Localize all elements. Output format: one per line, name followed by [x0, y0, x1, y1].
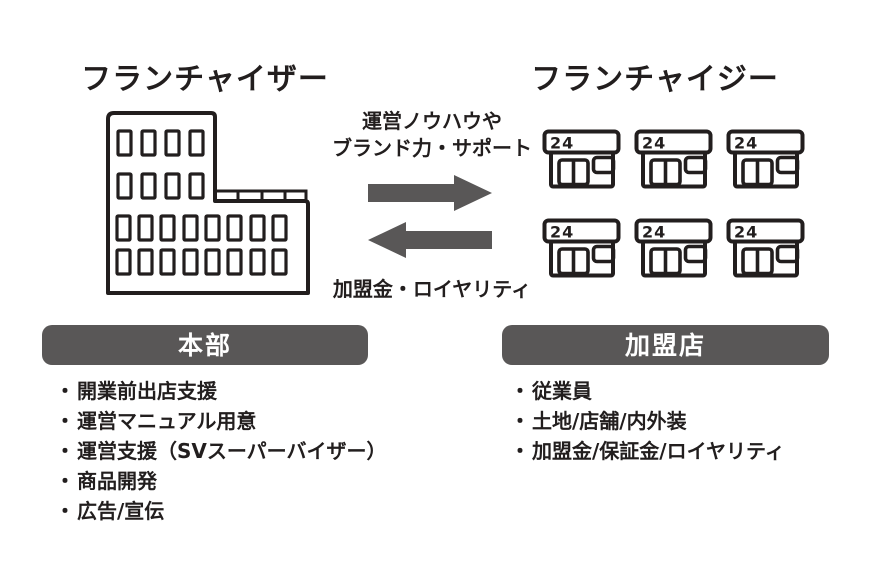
list-item: ・ 運営マニュアル用意	[55, 404, 386, 434]
store-door	[557, 158, 590, 187]
list-item-text: 加盟金/保証金/ロイヤリティ	[532, 438, 785, 463]
flow-label-to-franchisor: 加盟金・ロイヤリティ	[332, 277, 532, 301]
list-item-text: 開業前出店支援	[77, 378, 217, 403]
franchise-store-heading-box: 加盟店	[502, 325, 829, 365]
bullet: ・	[55, 498, 75, 523]
headquarters-list: ・ 開業前出店支援 ・ 運営マニュアル用意 ・ 運営支援（SVスーパーバイザー）…	[55, 374, 386, 524]
list-item-text: 運営マニュアル用意	[77, 408, 257, 433]
store-sign-text: 24	[642, 134, 666, 153]
store-icon: 24	[726, 218, 805, 278]
store-door	[557, 247, 590, 276]
store-window	[775, 155, 800, 175]
flow-label-to-franchisee: 運営ノウハウや ブランド力・サポート	[310, 108, 554, 162]
store-icon: 24	[542, 129, 621, 189]
store-icon-grid: 24 24 24	[542, 129, 810, 280]
list-item-text: 運営支援（SVスーパーバイザー）	[77, 438, 387, 463]
franchise-store-list: ・ 従業員 ・ 土地/店舗/内外装 ・ 加盟金/保証金/ロイヤリティ	[510, 374, 785, 464]
store-sign	[634, 129, 713, 155]
bullet: ・	[510, 408, 530, 433]
building-windows-upper	[116, 129, 205, 200]
store-sign-text: 24	[642, 223, 666, 242]
building-parapet	[213, 189, 308, 203]
arrow-right-icon	[368, 175, 492, 211]
list-item-text: 土地/店舗/内外装	[532, 408, 687, 433]
list-item: ・ 商品開発	[55, 464, 386, 494]
store-sign	[634, 218, 713, 244]
flow-label-line2: ブランド力・サポート	[332, 136, 532, 160]
building-icon	[106, 111, 310, 295]
store-door	[649, 247, 682, 276]
headquarters-heading: 本部	[177, 330, 232, 360]
store-sign-text: 24	[734, 134, 758, 153]
store-door	[741, 158, 774, 187]
store-window	[683, 155, 708, 175]
list-item-text: 商品開発	[77, 468, 157, 493]
list-item-text: 従業員	[532, 378, 592, 403]
store-door	[649, 158, 682, 187]
store-window	[591, 244, 616, 264]
store-window	[683, 244, 708, 264]
store-icon: 24	[726, 129, 805, 189]
store-sign	[726, 218, 805, 244]
store-icon: 24	[634, 218, 713, 278]
list-item: ・ 従業員	[510, 374, 785, 404]
headquarters-heading-box: 本部	[42, 325, 368, 365]
list-item-text: 広告/宣伝	[77, 498, 165, 523]
store-sign	[542, 218, 621, 244]
list-item: ・ 開業前出店支援	[55, 374, 386, 404]
bullet: ・	[510, 378, 530, 403]
list-item: ・ 加盟金/保証金/ロイヤリティ	[510, 434, 785, 464]
arrow-left-icon	[368, 222, 492, 258]
bullet: ・	[55, 468, 75, 493]
building-windows-lower	[115, 214, 288, 276]
bullet: ・	[55, 438, 75, 463]
store-sign-text: 24	[734, 223, 758, 242]
store-sign-text: 24	[550, 134, 574, 153]
flow-label-line1: 運営ノウハウや	[362, 109, 502, 133]
bullet: ・	[510, 438, 530, 463]
bullet: ・	[55, 378, 75, 403]
store-window	[775, 244, 800, 264]
store-window	[591, 155, 616, 175]
store-door	[741, 247, 774, 276]
list-item: ・ 運営支援（SVスーパーバイザー）	[55, 434, 386, 464]
franchisor-title: フランチャイザー	[81, 62, 329, 97]
store-icon: 24	[542, 218, 621, 278]
store-sign	[726, 129, 805, 155]
list-item: ・ 広告/宣伝	[55, 494, 386, 524]
store-sign	[542, 129, 621, 155]
store-sign-text: 24	[550, 223, 574, 242]
franchisee-title: フランチャイジー	[531, 62, 779, 97]
franchise-store-heading: 加盟店	[624, 330, 706, 360]
store-icon: 24	[634, 129, 713, 189]
list-item: ・ 土地/店舗/内外装	[510, 404, 785, 434]
bullet: ・	[55, 408, 75, 433]
